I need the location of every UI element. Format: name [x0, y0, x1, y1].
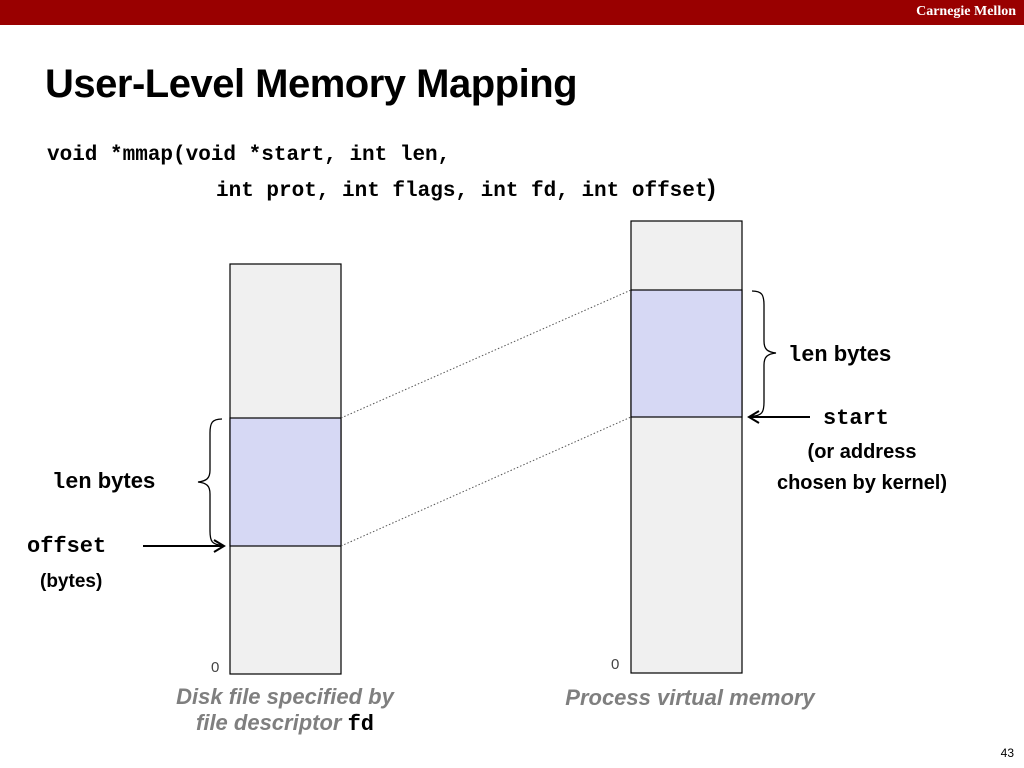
- vm-len-bytes-label: len bytes: [788, 341, 891, 368]
- vm-column: [630, 220, 743, 674]
- start-note-line2: chosen by kernel): [776, 472, 948, 494]
- disk-caption-line2: file descriptor fd: [140, 710, 430, 737]
- offset-arrow-head: [213, 539, 226, 553]
- offset-note: (bytes): [40, 571, 103, 592]
- disk-len-code: len: [52, 470, 92, 495]
- vm-len-text: bytes: [827, 341, 892, 366]
- disk-len-text: bytes: [91, 468, 156, 493]
- start-arrow-head: [747, 410, 760, 424]
- page-number: 43: [1000, 746, 1014, 760]
- disk-zero-label: 0: [211, 659, 220, 676]
- mapping-line-top: [340, 289, 632, 419]
- mmap-signature-close: ): [707, 175, 716, 202]
- slide-title: User-Level Memory Mapping: [45, 62, 578, 106]
- offset-label: offset: [27, 534, 107, 559]
- vm-len-code: len: [788, 343, 828, 368]
- vm-caption: Process virtual memory: [565, 685, 815, 710]
- disk-caption-line1: Disk file specified by: [176, 684, 394, 709]
- header-bar: Carnegie Mellon: [0, 0, 1024, 25]
- vm-len-brace: [751, 290, 777, 417]
- disk-len-brace: [197, 418, 223, 546]
- brand-label: Carnegie Mellon: [916, 4, 1016, 19]
- disk-mapped-region: [229, 417, 342, 547]
- disk-len-bytes-label: len bytes: [52, 468, 155, 495]
- disk-caption: Disk file specified by file descriptor f…: [140, 684, 430, 737]
- disk-caption-code: fd: [347, 712, 374, 737]
- mmap-signature-params: int prot, int flags, int fd, int offset: [216, 180, 708, 203]
- vm-mapped-region: [630, 289, 743, 418]
- mapping-line-bottom: [340, 416, 632, 547]
- start-note-line1: (or address: [807, 441, 917, 463]
- vm-zero-label: 0: [611, 656, 620, 673]
- mmap-signature-line2: int prot, int flags, int fd, int offset): [216, 175, 715, 203]
- start-label: start: [823, 406, 890, 431]
- mmap-signature-line1: void *mmap(void *start, int len,: [47, 144, 451, 167]
- disk-caption-text: file descriptor: [196, 710, 348, 735]
